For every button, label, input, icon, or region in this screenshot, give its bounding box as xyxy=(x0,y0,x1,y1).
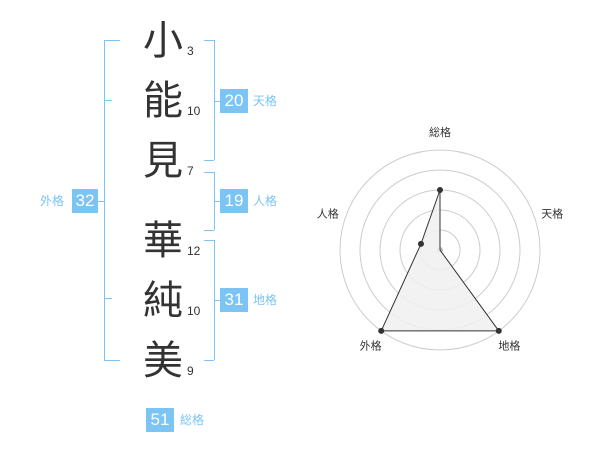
chikaku-label: 地格 xyxy=(253,293,278,307)
stroke-count-3: 7 xyxy=(187,164,194,178)
radar-axis-label-2: 天格 xyxy=(541,207,563,221)
radar-point-5 xyxy=(417,240,424,247)
stroke-count-6: 9 xyxy=(187,364,194,378)
stroke-count-5: 10 xyxy=(187,304,201,318)
soukaku-value-badge: 51 xyxy=(146,408,174,432)
soukaku-label: 総格 xyxy=(180,413,205,427)
gaikaku-value-badge: 32 xyxy=(72,189,98,213)
name-kanji-4: 華 xyxy=(143,218,183,264)
radar-axis-label-4: 外格 xyxy=(360,338,382,352)
radar-series-polygon xyxy=(380,189,500,332)
radar-axis-label-5: 人格 xyxy=(317,207,339,221)
name-kanji-2: 能 xyxy=(143,78,183,124)
jinkaku-label: 人格 xyxy=(253,194,278,208)
radar-axis-label-1: 総格 xyxy=(429,125,451,139)
tenkaku-value-badge: 20 xyxy=(220,89,248,113)
name-kanji-6: 美 xyxy=(143,338,183,384)
radar-point-1 xyxy=(437,187,443,193)
gaikaku-label: 外格 xyxy=(40,194,65,208)
stroke-count-1: 3 xyxy=(187,44,194,58)
tenkaku-label: 天格 xyxy=(253,94,278,108)
name-kanji-3: 見 xyxy=(143,138,183,184)
stroke-count-2: 10 xyxy=(187,104,201,118)
jinkaku-value-badge: 19 xyxy=(220,189,248,213)
stroke-count-4: 12 xyxy=(187,244,201,258)
chikaku-value-badge: 31 xyxy=(220,288,248,312)
name-kanji-5: 純 xyxy=(143,278,183,324)
radar-point-3 xyxy=(495,327,502,334)
name-kanji-1: 小 xyxy=(143,18,183,64)
radar-grid-ring xyxy=(339,149,541,351)
radar-axis-label-3: 地格 xyxy=(498,338,520,352)
radar-point-4 xyxy=(378,327,385,334)
